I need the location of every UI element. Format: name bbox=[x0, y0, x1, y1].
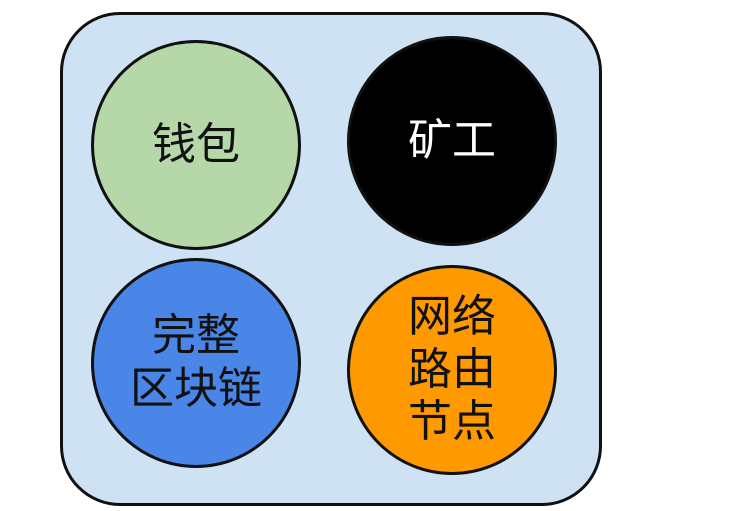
wallet-circle: 钱包 bbox=[91, 40, 301, 250]
network-routing-node-label: 网络 路由 节点 bbox=[408, 290, 496, 448]
full-blockchain-label: 完整 区块链 bbox=[130, 310, 262, 414]
miner-circle: 矿工 bbox=[347, 36, 557, 246]
full-blockchain-circle: 完整 区块链 bbox=[91, 258, 301, 468]
network-routing-node-circle: 网络 路由 节点 bbox=[347, 265, 557, 475]
miner-label: 矿工 bbox=[408, 114, 496, 166]
wallet-label: 钱包 bbox=[152, 118, 240, 170]
